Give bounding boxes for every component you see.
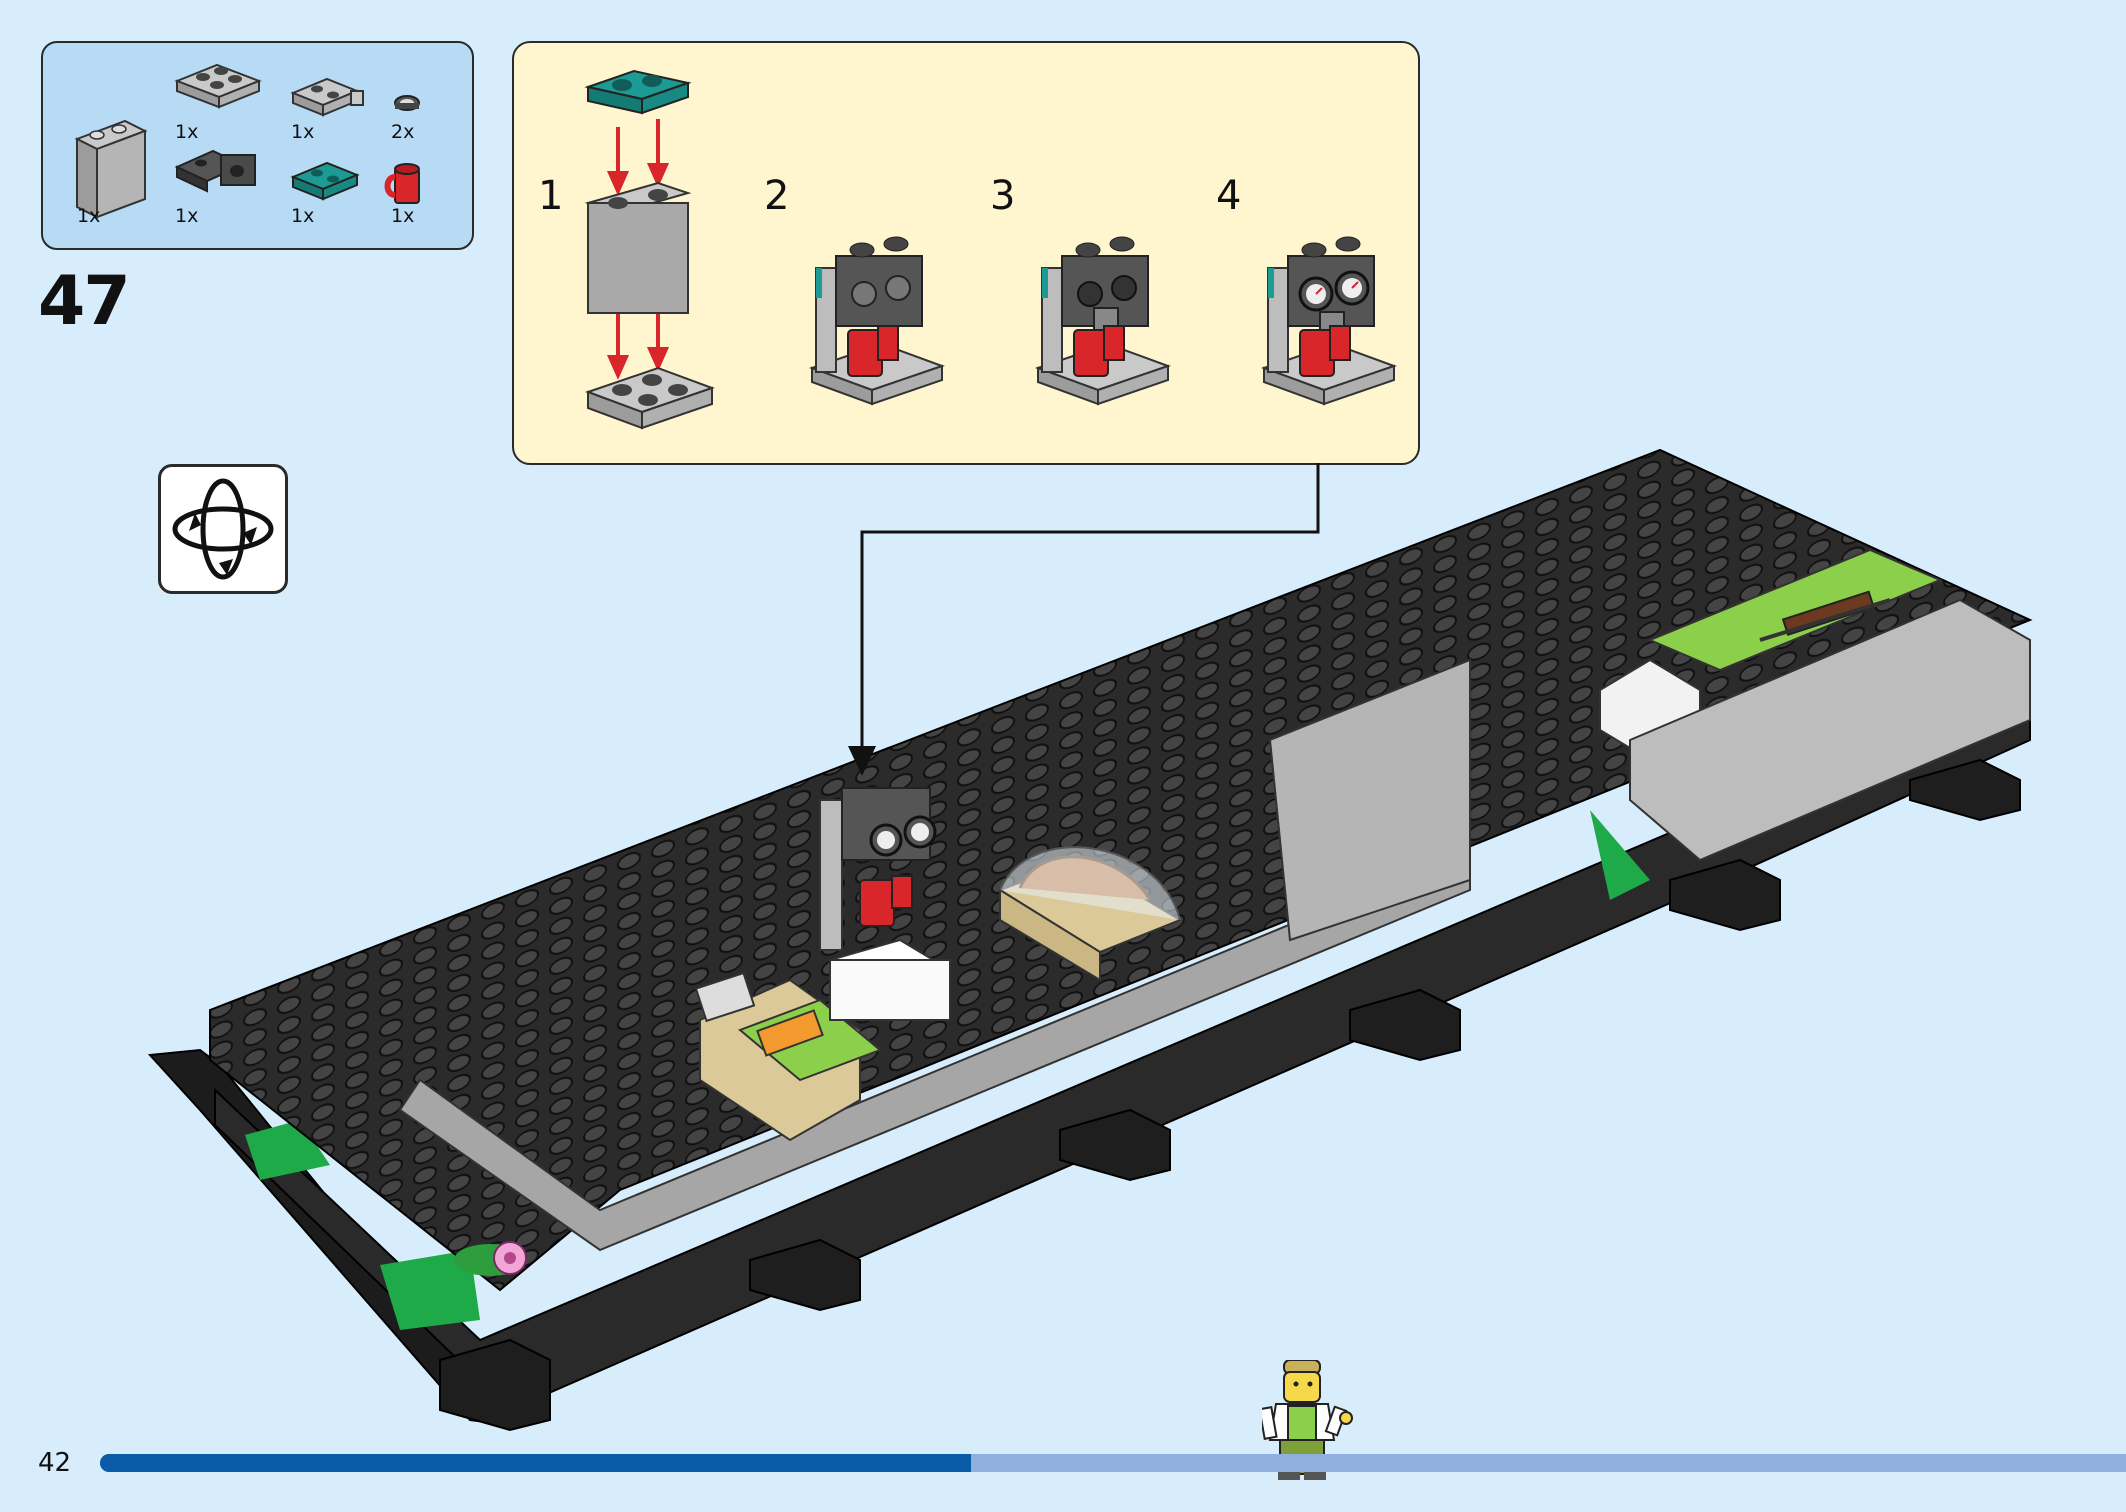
parts-illustrations bbox=[74, 63, 420, 219]
gauge-tile-icon bbox=[394, 95, 420, 111]
coffee-machine-assembly bbox=[809, 236, 945, 406]
gray-block bbox=[1268, 658, 1471, 942]
pastry-display bbox=[997, 846, 1183, 982]
rotate-model-icon bbox=[158, 464, 288, 594]
plate-bracket-icon bbox=[174, 149, 256, 193]
green-plate bbox=[1647, 548, 1943, 672]
substep-number: 4 bbox=[1216, 173, 1242, 219]
substep-illustrations bbox=[584, 69, 1397, 430]
part-qty: 1x bbox=[291, 205, 315, 227]
part-qty: 1x bbox=[175, 205, 199, 227]
cash-register bbox=[694, 971, 756, 1023]
plate-clip-icon bbox=[290, 77, 364, 117]
roast-spit bbox=[1759, 590, 1891, 642]
page-number: 42 bbox=[38, 1448, 72, 1478]
teal-plate-part bbox=[584, 69, 692, 115]
flower-decoration bbox=[454, 1241, 527, 1276]
barista-minifigure bbox=[1262, 1360, 1353, 1480]
ticket-tile bbox=[756, 1009, 824, 1057]
plate-gray-icon bbox=[174, 63, 262, 109]
plate-teal-icon bbox=[290, 161, 360, 201]
substep-number: 3 bbox=[990, 173, 1016, 219]
brick-gray-icon bbox=[74, 119, 148, 219]
coffee-machine-assembly bbox=[1035, 236, 1171, 406]
parts-list-panel: 1x 1x 2x 1x 1x 1x 1x bbox=[41, 41, 474, 250]
part-qty: 1x bbox=[291, 121, 315, 143]
substep-number: 2 bbox=[764, 173, 790, 219]
gray-brick-part bbox=[584, 181, 692, 314]
substep-number: 1 bbox=[538, 173, 564, 219]
step-number: 47 bbox=[38, 262, 131, 341]
coffee-machine-installed bbox=[819, 787, 953, 1021]
cup-red-icon bbox=[384, 163, 420, 204]
part-qty: 1x bbox=[175, 121, 199, 143]
substep-panel: 1 2 3 4 bbox=[512, 41, 1420, 465]
coffee-machine-assembly bbox=[1261, 236, 1397, 406]
part-qty: 2x bbox=[391, 121, 415, 143]
progress-bar bbox=[100, 1454, 2126, 1472]
gray-edge bbox=[1629, 598, 2031, 862]
support-legs bbox=[439, 758, 2021, 1432]
part-qty: 1x bbox=[77, 205, 101, 227]
part-qty: 1x bbox=[391, 205, 415, 227]
gray-plate-part bbox=[585, 366, 715, 430]
progress-bar-fill bbox=[100, 1454, 972, 1472]
